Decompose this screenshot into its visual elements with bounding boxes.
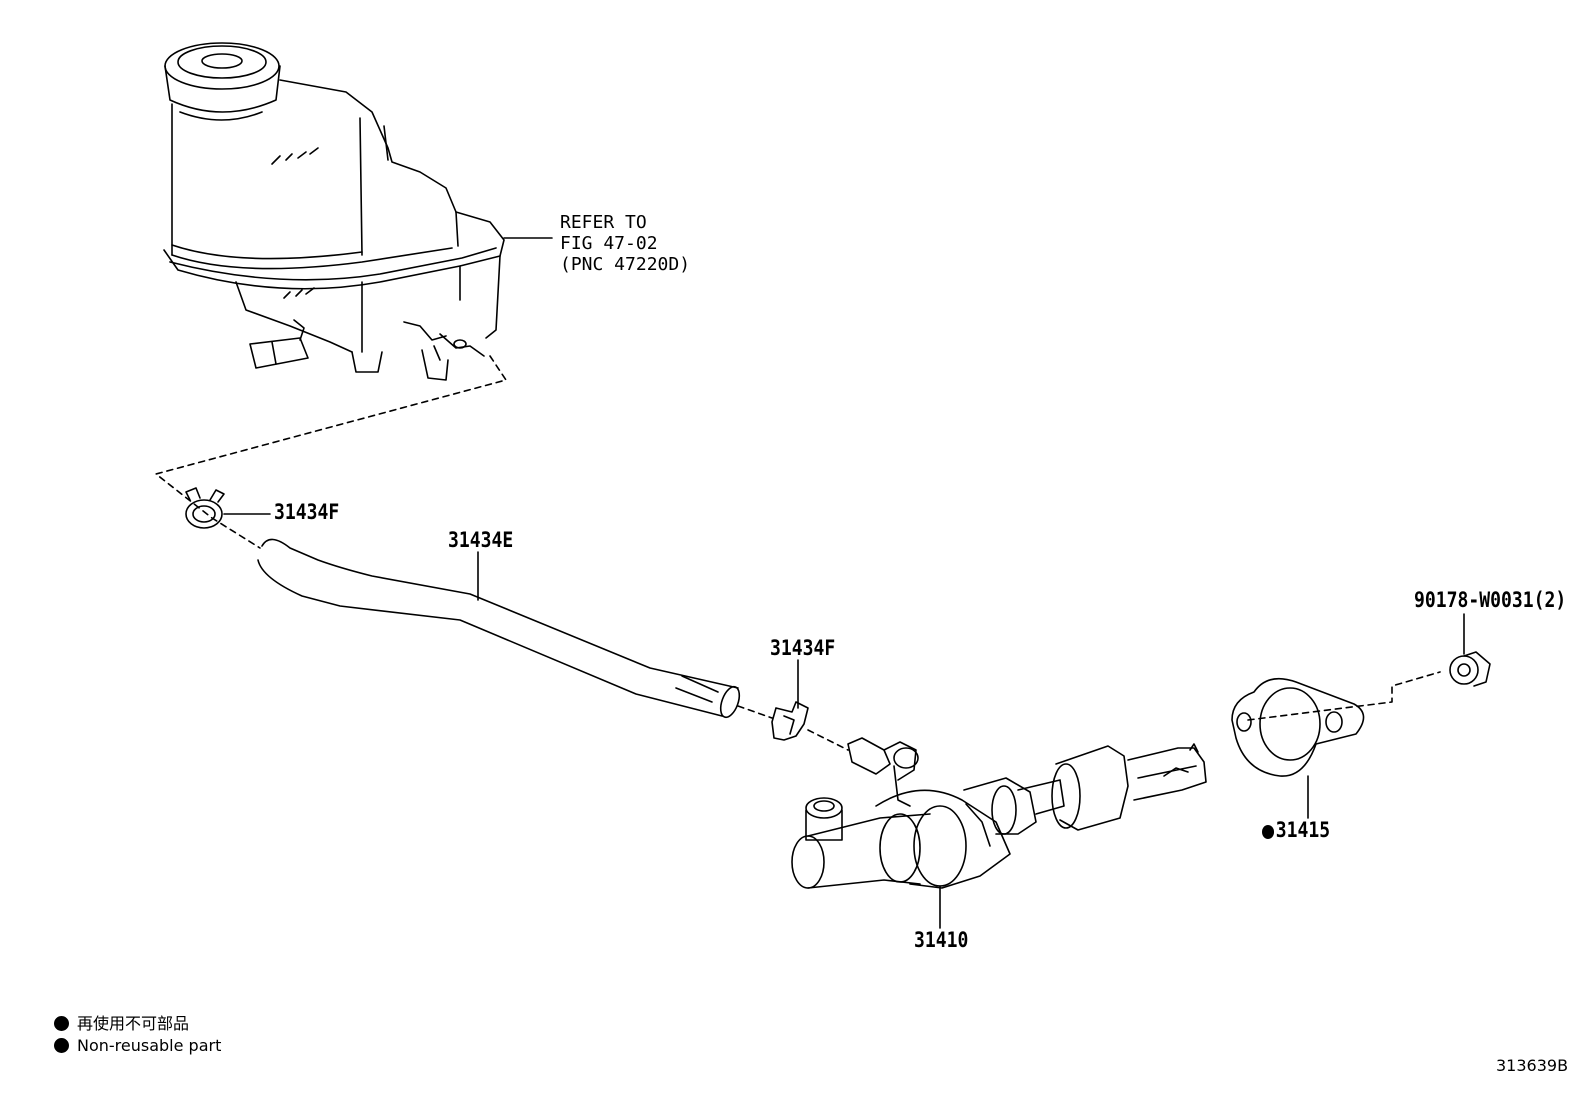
link-hose-to-clip xyxy=(737,705,773,719)
reference-line-2: FIG 47-02 xyxy=(560,233,658,254)
reference-line-3: (PNC 47220D) xyxy=(560,254,691,275)
hose xyxy=(257,538,741,719)
legend-jp-text: 再使用不可部品 xyxy=(77,1014,190,1033)
legend-en: Non-reusable part xyxy=(54,1036,221,1055)
reference-line-1: REFER TO xyxy=(560,212,647,233)
non-reusable-mark xyxy=(1262,825,1275,839)
reference-note: REFER TO FIG 47-02 (PNC 47220D) xyxy=(560,212,690,275)
lower-clip xyxy=(771,701,809,741)
callout-31410: 31410 xyxy=(914,928,969,952)
upper-clip xyxy=(185,487,225,529)
legend-en-text: Non-reusable part xyxy=(77,1036,222,1055)
nut xyxy=(1449,651,1491,687)
callout-31415: 31415 xyxy=(1262,818,1330,842)
reservoir-tank xyxy=(163,42,505,381)
callout-90178-W0031: 90178-W0031(2) xyxy=(1414,588,1567,612)
gasket xyxy=(1231,677,1365,777)
callout-31434F-lower: 31434F xyxy=(770,636,836,660)
master-cylinder xyxy=(791,737,1207,889)
callout-31415-text: 31415 xyxy=(1275,818,1331,842)
legend-dot-en xyxy=(54,1038,69,1053)
callout-31434F-upper: 31434F xyxy=(274,500,340,524)
link-clip-to-cylinder xyxy=(807,729,849,751)
legend-jp: 再使用不可部品 xyxy=(54,1010,189,1034)
figure-number: 313639B xyxy=(1496,1056,1569,1075)
callout-31434E: 31434E xyxy=(448,528,514,552)
link-reservoir-to-hose xyxy=(155,355,507,549)
link-gasket-to-bolt xyxy=(1247,671,1441,721)
legend-dot-jp xyxy=(54,1016,69,1031)
